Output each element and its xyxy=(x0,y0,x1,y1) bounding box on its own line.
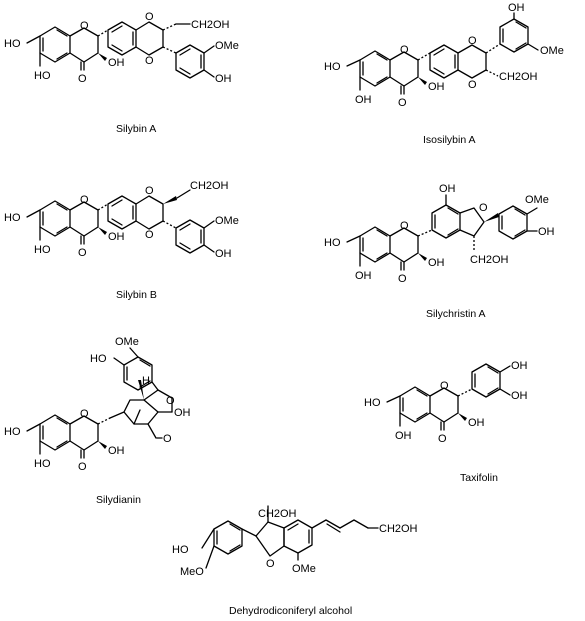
structure-silychristin-a: HO OH O O OH OH O CH2OH OMe OH Silychris… xyxy=(324,183,555,320)
atom-label: H xyxy=(142,375,150,387)
atom-label: OH xyxy=(108,231,125,243)
structure-silybin-a: HO HO O O OH O O CH2OH OMe OH Silybin A xyxy=(4,11,239,135)
atom-label: CH2OH xyxy=(499,71,538,83)
atom-label: OH xyxy=(108,445,125,457)
atom-label: O xyxy=(80,408,89,420)
compound-name: Isosilybin A xyxy=(423,134,476,146)
atom-label: OH xyxy=(355,270,372,282)
atom-label: HO xyxy=(34,70,51,82)
atom-label: OH xyxy=(355,94,372,106)
compound-name: Dehydrodiconiferyl alcohol xyxy=(229,605,352,617)
atom-label: HO xyxy=(4,212,21,224)
atom-label: CH2OH xyxy=(191,19,230,31)
atom-label: HO xyxy=(324,61,341,73)
compound-name: Silybin B xyxy=(116,289,157,301)
atom-label: O xyxy=(468,35,477,47)
atom-label: OH xyxy=(215,248,232,260)
structure-silybin-b: HO HO O O OH O O CH2OH OMe OH Silybin B xyxy=(4,180,239,301)
compound-name: Taxifolin xyxy=(460,472,498,484)
atom-label: O xyxy=(440,380,449,392)
atom-label: OMe xyxy=(525,194,549,206)
atom-label: O xyxy=(78,461,87,473)
atom-label: O xyxy=(166,395,175,407)
atom-label: HO xyxy=(364,397,381,409)
atom-label: OH xyxy=(511,360,528,372)
atom-label: O xyxy=(145,229,154,241)
atom-label: OH xyxy=(538,226,555,238)
atom-label: OH xyxy=(215,73,232,85)
atom-label: O xyxy=(145,185,154,197)
atom-label: HO xyxy=(4,426,21,438)
atom-label: OH xyxy=(395,430,412,442)
atom-label: O xyxy=(78,73,87,85)
atom-label: CH2OH xyxy=(190,180,229,192)
atom-label: O xyxy=(80,194,89,206)
atom-label: HO xyxy=(90,353,107,365)
atom-label: OH xyxy=(511,390,528,402)
compound-name: Silydianin xyxy=(96,494,141,506)
atom-label: OMe xyxy=(215,215,239,227)
atom-label: O xyxy=(400,220,409,232)
atom-label: OMe xyxy=(540,45,564,57)
atom-label: OMe xyxy=(215,40,239,52)
structure-isosilybin-a: HO OH O O OH O O CH2OH OH OMe Isosilybin… xyxy=(324,2,564,146)
atom-label: HO xyxy=(34,458,51,470)
atom-label: OH xyxy=(468,417,485,429)
atom-label: OMe xyxy=(115,336,139,348)
atom-label: CH2OH xyxy=(379,523,418,535)
atom-label: O xyxy=(398,97,407,109)
atom-label: HO xyxy=(4,38,21,50)
structure-dehydrodiconiferyl-alcohol: HO MeO CH2OH O OMe CH2OH Dehydrodiconife… xyxy=(172,505,418,617)
atom-label: O xyxy=(400,44,409,56)
atom-label: OH xyxy=(108,57,125,69)
atom-label: O xyxy=(145,11,154,23)
atom-label: O xyxy=(163,433,172,445)
atom-label: O xyxy=(80,20,89,32)
atom-label: OH xyxy=(174,407,191,419)
atom-label: OMe xyxy=(292,563,316,575)
atom-label: CH2OH xyxy=(258,508,297,520)
atom-label: O xyxy=(479,202,488,214)
atom-label: MeO xyxy=(180,566,204,578)
atom-label: OH xyxy=(428,257,445,269)
atom-label: CH2OH xyxy=(470,254,509,266)
structure-silydianin: HO HO O O OH OMe HO H OH O O Silydianin xyxy=(4,336,191,506)
atom-label: O xyxy=(468,79,477,91)
atom-label: O xyxy=(78,247,87,259)
atom-label: OH xyxy=(428,81,445,93)
compound-name: Silychristin A xyxy=(426,308,486,320)
compound-name: Silybin A xyxy=(116,123,156,135)
atom-label: O xyxy=(145,55,154,67)
atom-label: O xyxy=(398,273,407,285)
atom-label: O xyxy=(438,433,447,445)
atom-label: OH xyxy=(439,183,456,195)
atom-label: HO xyxy=(172,544,189,556)
atom-label: O xyxy=(266,558,275,570)
structure-taxifolin: HO OH O O OH OH OH Taxifolin xyxy=(364,360,528,484)
atom-label: OH xyxy=(508,2,525,14)
atom-label: HO xyxy=(324,237,341,249)
atom-label: HO xyxy=(34,244,51,256)
